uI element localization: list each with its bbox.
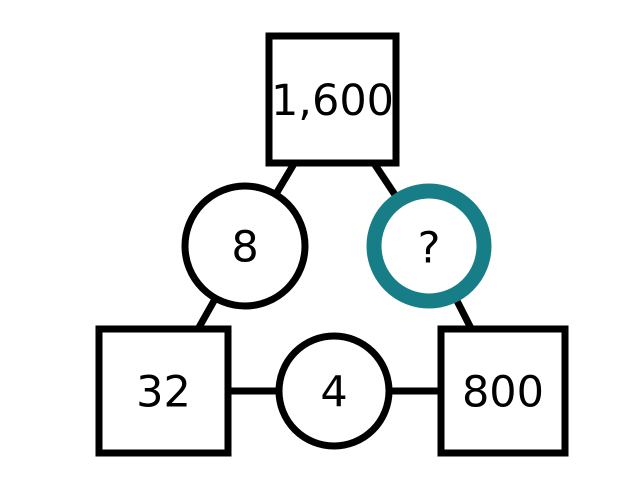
bottom-left-square-value: 32: [136, 367, 191, 417]
node-bottom-left-square: 32: [95, 325, 232, 457]
right-circle-value: ?: [418, 223, 441, 273]
left-circle-shape: [181, 182, 309, 310]
right-circle-shape: [366, 183, 492, 309]
bottom-circle-value: 4: [320, 367, 347, 417]
bottom-right-square-value: 800: [462, 367, 544, 417]
node-left-circle: 8: [181, 182, 309, 310]
node-top-square: 1,600: [265, 32, 400, 167]
top-square-value: 1,600: [271, 76, 394, 126]
bottom-left-square-shape: [95, 325, 232, 457]
top-square-shape: [265, 32, 400, 167]
bottom-right-square-shape: [437, 325, 569, 457]
node-bottom-circle: 4: [275, 332, 393, 450]
node-bottom-right-square: 800: [437, 325, 569, 457]
node-right-circle-highlighted: ?: [366, 183, 492, 309]
left-circle-value: 8: [231, 222, 258, 272]
bottom-circle-shape: [275, 332, 393, 450]
